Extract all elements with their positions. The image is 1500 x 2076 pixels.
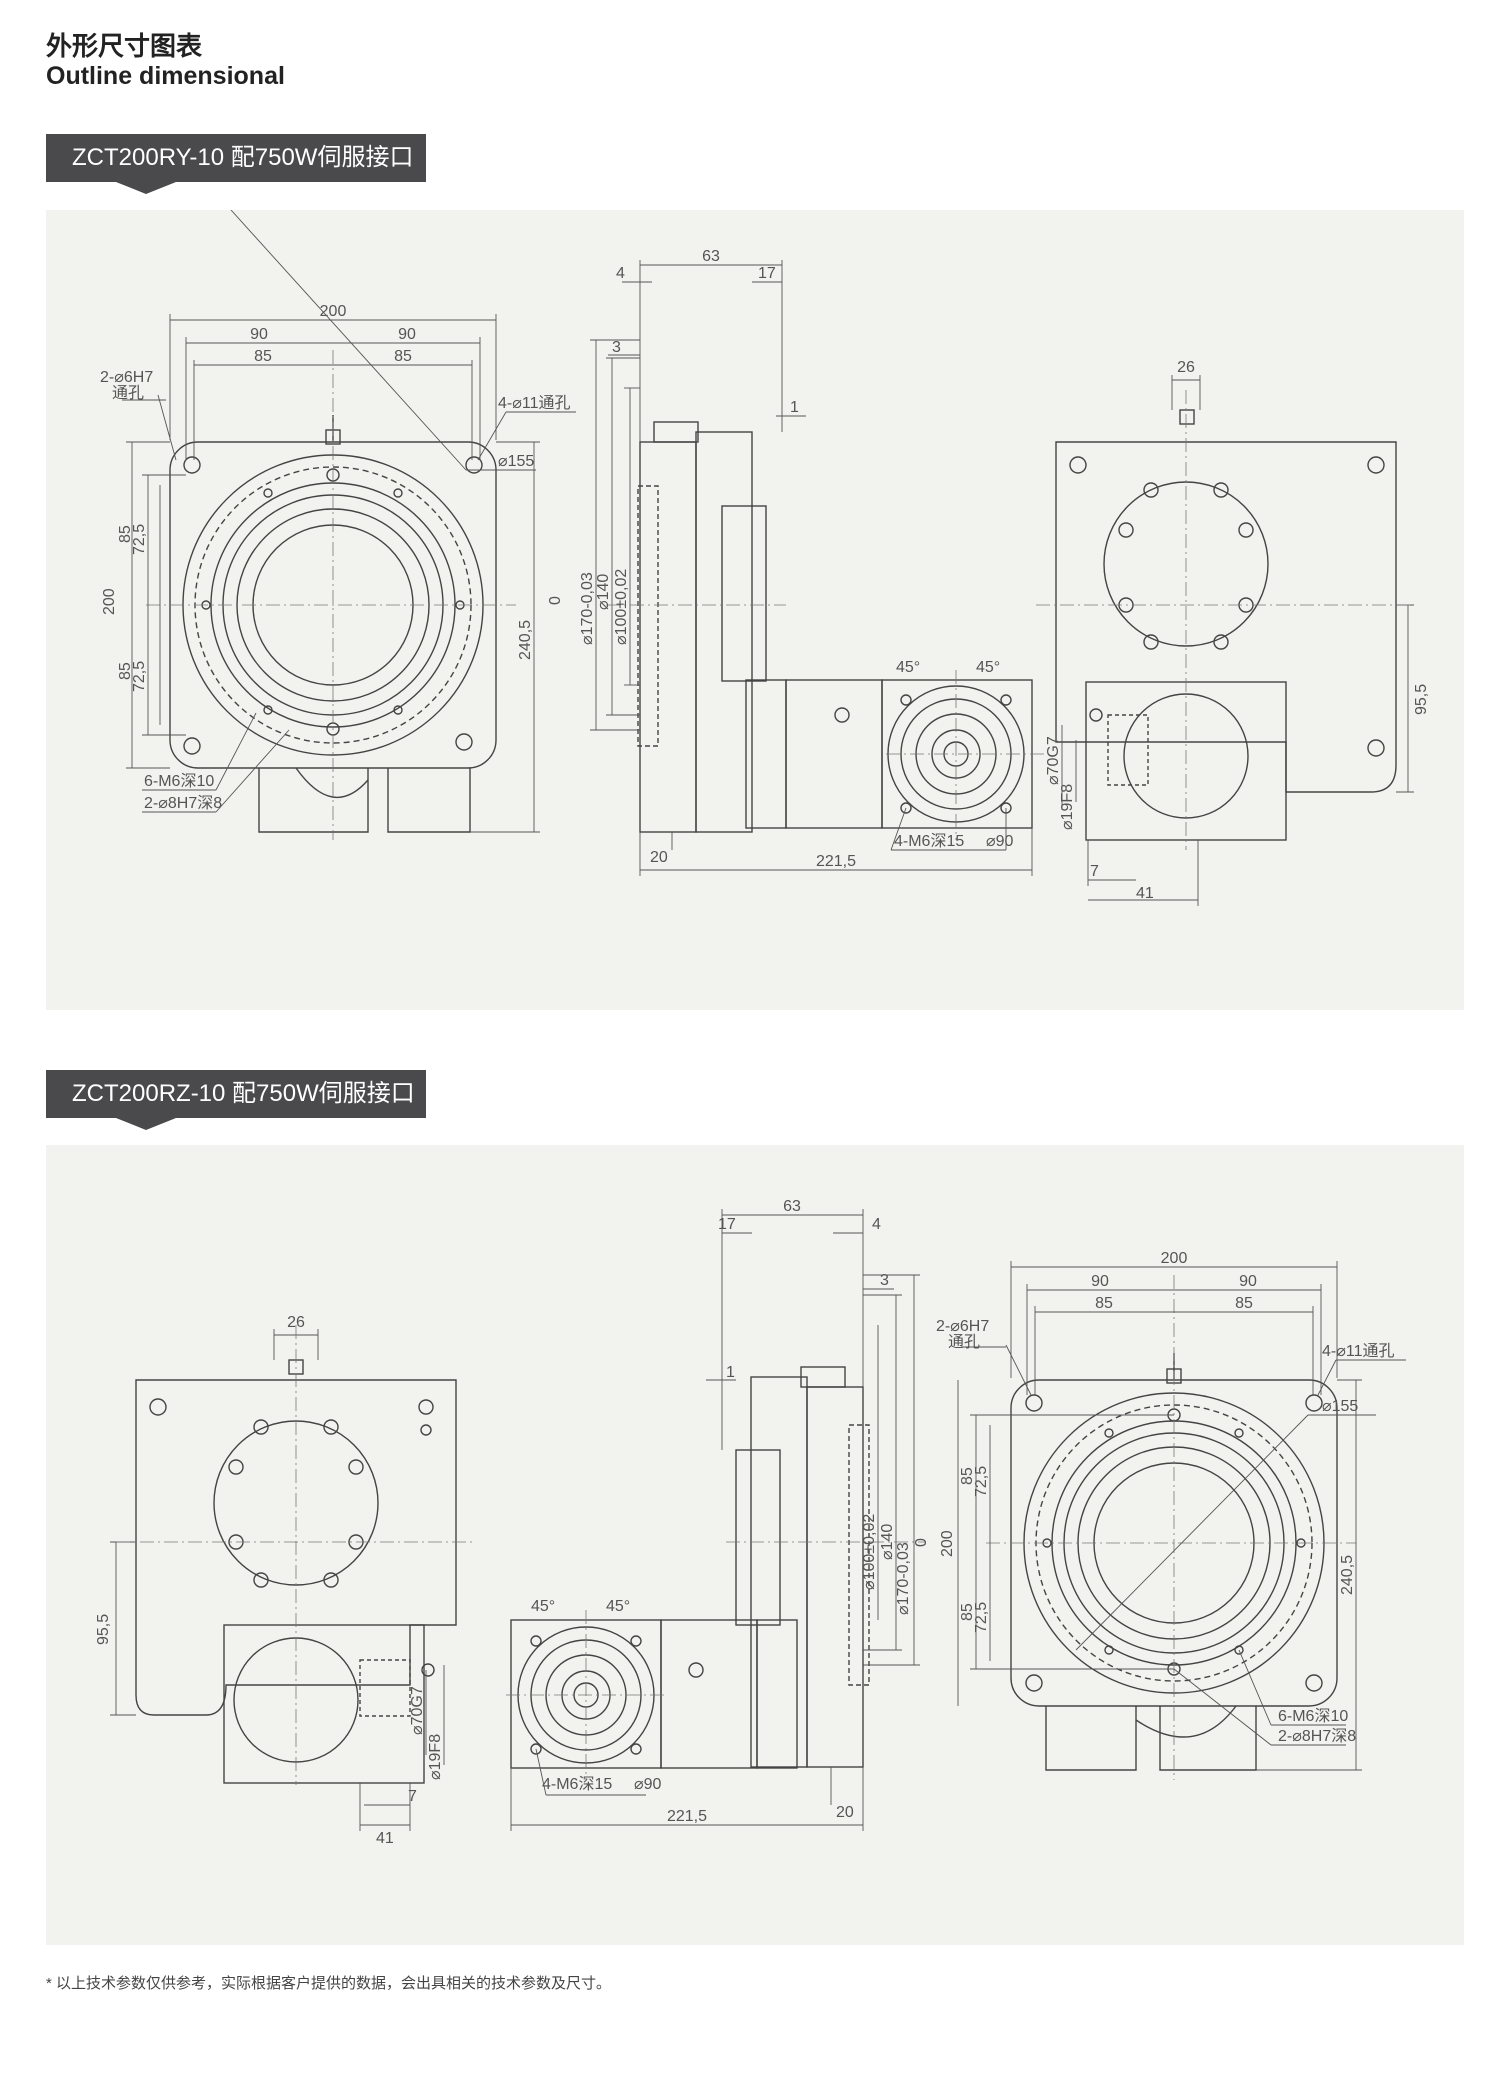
s1-d100: ⌀100±0,02 (613, 569, 630, 645)
s1-d63: 63 (702, 248, 720, 265)
s1-side-view (637, 421, 1033, 833)
s1-dim-200: 200 (320, 303, 347, 320)
s2-dim-85a: 85 (1095, 1295, 1113, 1312)
footnote: * 以上技术参数仅供参考，实际根据客户提供的数据，会出具相关的技术参数及尺寸。 (46, 1975, 612, 1992)
page-title-cn: 外形尺寸图表 (46, 31, 203, 61)
s1-d140: ⌀140 (595, 574, 612, 610)
s1-rear-view (1055, 409, 1397, 841)
s1-d2215: 221,5 (816, 853, 856, 870)
page-title-en: Outline dimensional (46, 62, 285, 90)
s1-h725b: 72,5 (131, 661, 148, 692)
s2-d26: 26 (287, 1314, 305, 1331)
section2-drawing: 26 95,5 7 41 ⌀70G7 ⌀19F8 63 17 4 3 1 ⌀17… (95, 1198, 1406, 1847)
s1-h85a: 85 (117, 525, 134, 543)
s1-dim-90a: 90 (250, 326, 268, 343)
s1-d45b: 45° (976, 659, 1000, 676)
s2-h725b: 72,5 (973, 1602, 990, 1633)
s1-h2405: 240,5 (517, 620, 534, 660)
s1-m6b: 4-M6深15 (894, 832, 964, 850)
s2-d3: 3 (880, 1272, 889, 1289)
s2-d19: ⌀19F8 (427, 1734, 444, 1780)
s2-dim-200: 200 (1161, 1250, 1188, 1267)
s2-h200: 200 (939, 1530, 956, 1557)
s2-h8: 2-⌀8H7深8 (1278, 1727, 1356, 1745)
s2-d955: 95,5 (95, 1614, 112, 1645)
s2-d70: ⌀70G7 (409, 1686, 426, 1735)
s2-hole11: 4-⌀11通孔 (1322, 1342, 1394, 1360)
s1-h725a: 72,5 (131, 524, 148, 555)
section1-tab: ZCT200RY-10 配750W伺服接口 (46, 134, 426, 194)
s2-h725a: 72,5 (973, 1466, 990, 1497)
s2-dim-85b: 85 (1235, 1295, 1253, 1312)
s2-d45a: 45° (531, 1598, 555, 1615)
s1-dim-85b: 85 (394, 348, 412, 365)
s2-hole6: 2-⌀6H7 (936, 1318, 989, 1335)
s2-d20: 20 (836, 1804, 854, 1821)
s1-d90: ⌀90 (986, 833, 1014, 850)
section1-drawing-panel: 200 90 90 85 85 2-⌀6H7 通孔 4-⌀11通孔 ⌀155 2… (46, 210, 1464, 1010)
s1-dim-85a: 85 (254, 348, 272, 365)
s2-d63: 63 (783, 1198, 801, 1215)
s2-d17: 17 (718, 1216, 736, 1233)
s1-d4: 4 (616, 265, 625, 282)
s2-d2215: 221,5 (667, 1808, 707, 1825)
s2-d100: ⌀100±0,02 (861, 1514, 878, 1590)
s2-m6b: 4-M6深15 (542, 1775, 612, 1793)
s2-dim-90a: 90 (1091, 1273, 1109, 1290)
s1-h85b: 85 (117, 662, 134, 680)
s1-d45a: 45° (896, 659, 920, 676)
s2-rear-view (135, 1359, 457, 1784)
s1-h8: 2-⌀8H7深8 (144, 794, 222, 812)
s1-d17: 17 (758, 265, 776, 282)
s1-d7: 7 (1090, 863, 1099, 880)
s2-h85a: 85 (959, 1467, 976, 1485)
s2-d4: 4 (872, 1216, 881, 1233)
s1-d0: 0 (547, 596, 564, 605)
s2-h85b: 85 (959, 1603, 976, 1621)
s2-d45b: 45° (606, 1598, 630, 1615)
s2-d7: 7 (408, 1788, 417, 1805)
s2-d170: ⌀170-0,03 (895, 1542, 912, 1615)
s2-h2405: 240,5 (1339, 1555, 1356, 1595)
section1-drawing: 200 90 90 85 85 2-⌀6H7 通孔 4-⌀11通孔 ⌀155 2… (100, 210, 1430, 906)
s1-d20: 20 (650, 849, 668, 866)
s2-d155: ⌀155 (1322, 1398, 1358, 1415)
s1-d41: 41 (1136, 885, 1154, 902)
s2-m6: 6-M6深10 (1278, 1707, 1348, 1725)
s1-hole11: 4-⌀11通孔 (498, 394, 570, 412)
s2-d140: ⌀140 (879, 1524, 896, 1560)
s2-d90: ⌀90 (634, 1776, 662, 1793)
s2-dim-90b: 90 (1239, 1273, 1257, 1290)
s1-d19: ⌀19F8 (1059, 784, 1076, 830)
s2-d0: 0 (913, 1538, 930, 1547)
s1-d955: 95,5 (1413, 684, 1430, 715)
s1-hole6b: 通孔 (112, 384, 144, 402)
s1-d26: 26 (1177, 359, 1195, 376)
s1-hole6: 2-⌀6H7 (100, 369, 153, 386)
s2-side-view (510, 1366, 870, 1769)
s1-dim-90b: 90 (398, 326, 416, 343)
s2-hole6b: 通孔 (948, 1333, 980, 1351)
s2-d1: 1 (726, 1364, 735, 1381)
section2-tab: ZCT200RZ-10 配750W伺服接口 (46, 1070, 426, 1130)
s1-d170: ⌀170-0,03 (579, 572, 596, 645)
section2-drawing-panel: 26 95,5 7 41 ⌀70G7 ⌀19F8 63 17 4 3 1 ⌀17… (46, 1145, 1464, 1945)
s1-d155: ⌀155 (498, 453, 534, 470)
s2-d41: 41 (376, 1830, 394, 1847)
s1-m6: 6-M6深10 (144, 772, 214, 790)
s1-h200: 200 (101, 588, 118, 615)
s1-d1: 1 (790, 399, 799, 416)
s1-d70: ⌀70G7 (1045, 736, 1062, 785)
s1-d3: 3 (612, 339, 621, 356)
